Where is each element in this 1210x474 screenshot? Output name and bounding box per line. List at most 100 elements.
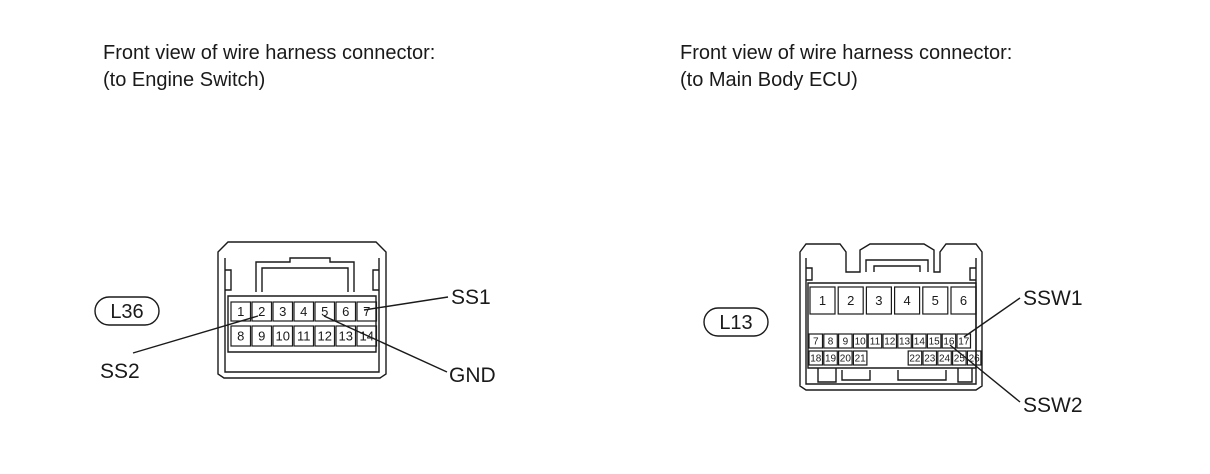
l13-pin-cell-19 <box>823 350 838 366</box>
l13-pin-label-19: 19 <box>825 354 837 365</box>
left-title-line1: Front view of wire harness connector: <box>103 42 436 64</box>
l13-pin-label-23: 23 <box>924 354 936 365</box>
l36-pin-label-10: 10 <box>276 329 290 344</box>
right-title-line1: Front view of wire harness connector: <box>680 42 1013 64</box>
l36-pin-cell-12 <box>314 325 336 347</box>
l36-pin-cell-9 <box>251 325 273 347</box>
l13-pin-label-1: 1 <box>819 293 826 308</box>
l13-pin-cell-9 <box>837 333 853 349</box>
l13-pin-cell-6 <box>950 286 977 315</box>
right-connector-id: L13 <box>719 312 752 334</box>
left-title: Front view of wire harness connector: (t… <box>103 40 435 94</box>
l13-pin-cell-3 <box>865 286 893 315</box>
l13-pin-label-21: 21 <box>855 354 867 365</box>
l13-pin-cell-21 <box>852 350 868 366</box>
gnd-label: GND <box>449 364 496 387</box>
l13-pin-label-26: 26 <box>969 354 981 365</box>
l36-pin-cell-11 <box>293 325 315 347</box>
l13-pin-cell-10 <box>852 333 868 349</box>
ssw1-leader-line <box>963 297 1021 338</box>
l36-pin-label-4: 4 <box>300 304 307 319</box>
l13-pin-cell-5 <box>922 286 949 315</box>
l13-pin-label-15: 15 <box>929 337 941 348</box>
ss1-leader-line <box>363 296 449 311</box>
left-connector-housing <box>217 241 387 379</box>
l13-pin-cell-14 <box>911 333 927 349</box>
l36-pin-label-5: 5 <box>321 304 328 319</box>
l13-pin-label-22: 22 <box>909 354 921 365</box>
l36-pin-label-2: 2 <box>258 304 265 319</box>
right-title-line2: (to Main Body ECU) <box>680 69 858 91</box>
l36-pin-cell-7 <box>356 301 378 322</box>
ss1-label: SS1 <box>451 286 491 309</box>
l36-pin-cell-14 <box>356 325 378 347</box>
l36-pin-label-9: 9 <box>258 329 265 344</box>
l36-pin-label-6: 6 <box>342 304 349 319</box>
l36-pin-label-11: 11 <box>297 329 311 344</box>
right-title: Front view of wire harness connector: (t… <box>680 40 1012 94</box>
l13-pin-label-2: 2 <box>847 293 854 308</box>
l13-pin-cell-1 <box>809 286 836 315</box>
l13-pin-cell-4 <box>893 286 921 315</box>
l13-pin-cell-18 <box>808 350 824 366</box>
gnd-leader-line <box>323 315 448 373</box>
l36-pin-cell-8 <box>230 325 252 347</box>
ss2-leader-line <box>132 315 259 354</box>
l13-pin-cell-23 <box>922 350 938 366</box>
right-connector-housing <box>799 243 983 391</box>
l13-pin-cell-2 <box>837 286 864 315</box>
l13-pin-label-13: 13 <box>899 337 911 348</box>
l36-pin-cell-3 <box>272 301 294 322</box>
l36-pin-label-1: 1 <box>237 304 244 319</box>
l13-pin-label-4: 4 <box>903 293 910 308</box>
l13-pin-cell-11 <box>867 333 883 349</box>
l13-pin-label-16: 16 <box>943 337 955 348</box>
l13-pin-label-7: 7 <box>813 337 819 348</box>
l13-pin-label-10: 10 <box>855 337 867 348</box>
l36-pin-label-13: 13 <box>339 329 353 344</box>
ssw1-label: SSW1 <box>1023 287 1083 310</box>
l13-pin-cell-20 <box>837 350 853 366</box>
ss2-label: SS2 <box>100 360 140 383</box>
l13-pin-cell-12 <box>882 333 898 349</box>
l36-pin-cell-4 <box>293 301 315 322</box>
l13-pin-label-11: 11 <box>870 337 881 348</box>
l13-pin-label-8: 8 <box>828 337 834 348</box>
l13-pin-label-24: 24 <box>939 354 951 365</box>
ssw2-leader-line <box>949 344 1021 403</box>
l13-pin-cell-22 <box>907 350 923 366</box>
l36-pin-label-12: 12 <box>318 329 332 344</box>
l36-pin-cell-2 <box>251 301 273 322</box>
l13-pin-label-17: 17 <box>958 337 970 348</box>
left-title-line2: (to Engine Switch) <box>103 69 266 91</box>
l36-pin-label-7: 7 <box>363 304 370 319</box>
l13-pin-cell-8 <box>823 333 838 349</box>
l13-pin-label-14: 14 <box>914 337 926 348</box>
l36-pin-cell-10 <box>272 325 294 347</box>
l13-pin-label-12: 12 <box>884 337 896 348</box>
l13-pin-cell-24 <box>937 350 952 366</box>
l36-pin-label-3: 3 <box>279 304 286 319</box>
ssw2-label: SSW2 <box>1023 394 1083 417</box>
leader-lines <box>132 296 1021 403</box>
l13-pin-cell-13 <box>897 333 912 349</box>
l13-pin-label-20: 20 <box>840 354 852 365</box>
l13-pin-label-6: 6 <box>960 293 967 308</box>
l13-pin-label-3: 3 <box>875 293 882 308</box>
l36-pin-label-8: 8 <box>237 329 244 344</box>
l13-pin-label-5: 5 <box>932 293 939 308</box>
l13-pin-cell-7 <box>808 333 824 349</box>
left-connector-badge <box>94 296 160 326</box>
right-connector-badge <box>703 307 769 337</box>
l36-pin-cell-6 <box>335 301 357 322</box>
l13-pin-cell-15 <box>926 333 942 349</box>
l13-pin-label-9: 9 <box>843 337 849 348</box>
l13-pin-cell-17 <box>956 333 972 349</box>
left-connector-id: L36 <box>110 301 143 323</box>
l13-pin-label-18: 18 <box>810 354 822 365</box>
l36-pin-cell-5 <box>314 301 336 322</box>
l13-pin-cell-16 <box>941 333 957 349</box>
l13-pin-label-25: 25 <box>954 354 966 365</box>
